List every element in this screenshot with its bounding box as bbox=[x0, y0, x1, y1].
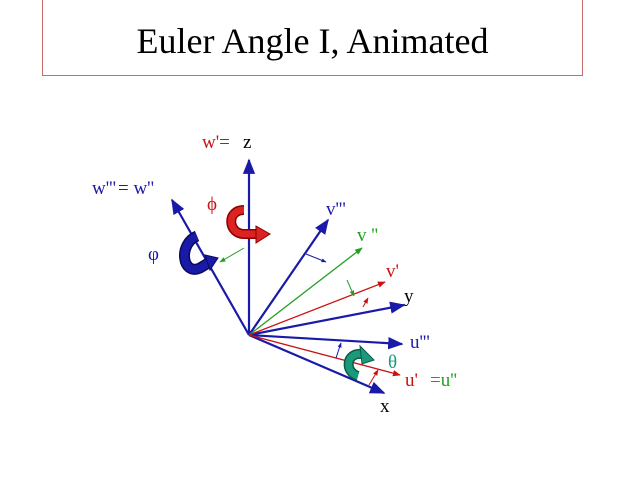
v-triple-label: v''' bbox=[326, 199, 346, 220]
y-axis bbox=[248, 301, 406, 337]
phi-lower-angle-arrow bbox=[219, 247, 245, 263]
v-prime-angle-arrow bbox=[346, 279, 355, 297]
v-double-angle-arrow bbox=[305, 253, 327, 263]
v-prime-axis bbox=[248, 281, 386, 336]
y-label: y bbox=[404, 286, 414, 307]
z-label: z bbox=[243, 132, 251, 153]
u-triple-axis bbox=[248, 333, 404, 350]
eq-w-double-label: = w'' bbox=[118, 178, 154, 199]
u-triple-label: u''' bbox=[410, 332, 430, 353]
slide-title: Euler Angle I, Animated bbox=[136, 21, 489, 61]
theta-label: θ bbox=[388, 352, 397, 373]
u-prime-label: u' bbox=[405, 370, 418, 391]
v-prime-label: v' bbox=[386, 261, 399, 282]
u-prime-axis bbox=[248, 334, 401, 377]
curved-rotation-arrow-blue-icon bbox=[179, 230, 219, 275]
u-prime-angle-arrow bbox=[368, 369, 379, 386]
x-label: x bbox=[380, 396, 390, 417]
y-angle-arrow bbox=[362, 297, 369, 308]
v-double-label: v '' bbox=[357, 225, 378, 246]
title-frame: Euler Angle I, Animated bbox=[42, 0, 583, 76]
w-prime-eq-label: w'= bbox=[202, 132, 230, 153]
phi-upper-label: ϕ bbox=[207, 194, 217, 215]
phi-lower-label: φ bbox=[148, 244, 159, 265]
u-triple-angle-arrow bbox=[335, 342, 342, 359]
w-triple-label: w''' bbox=[92, 178, 116, 199]
v-triple-axis bbox=[248, 218, 329, 336]
v-double-axis bbox=[248, 247, 363, 336]
curved-rotation-arrow-red-icon bbox=[226, 205, 271, 244]
curved-rotation-arrow-teal-icon bbox=[343, 344, 375, 381]
eq-u-double-label: =u'' bbox=[430, 370, 457, 391]
x-axis bbox=[248, 333, 386, 395]
